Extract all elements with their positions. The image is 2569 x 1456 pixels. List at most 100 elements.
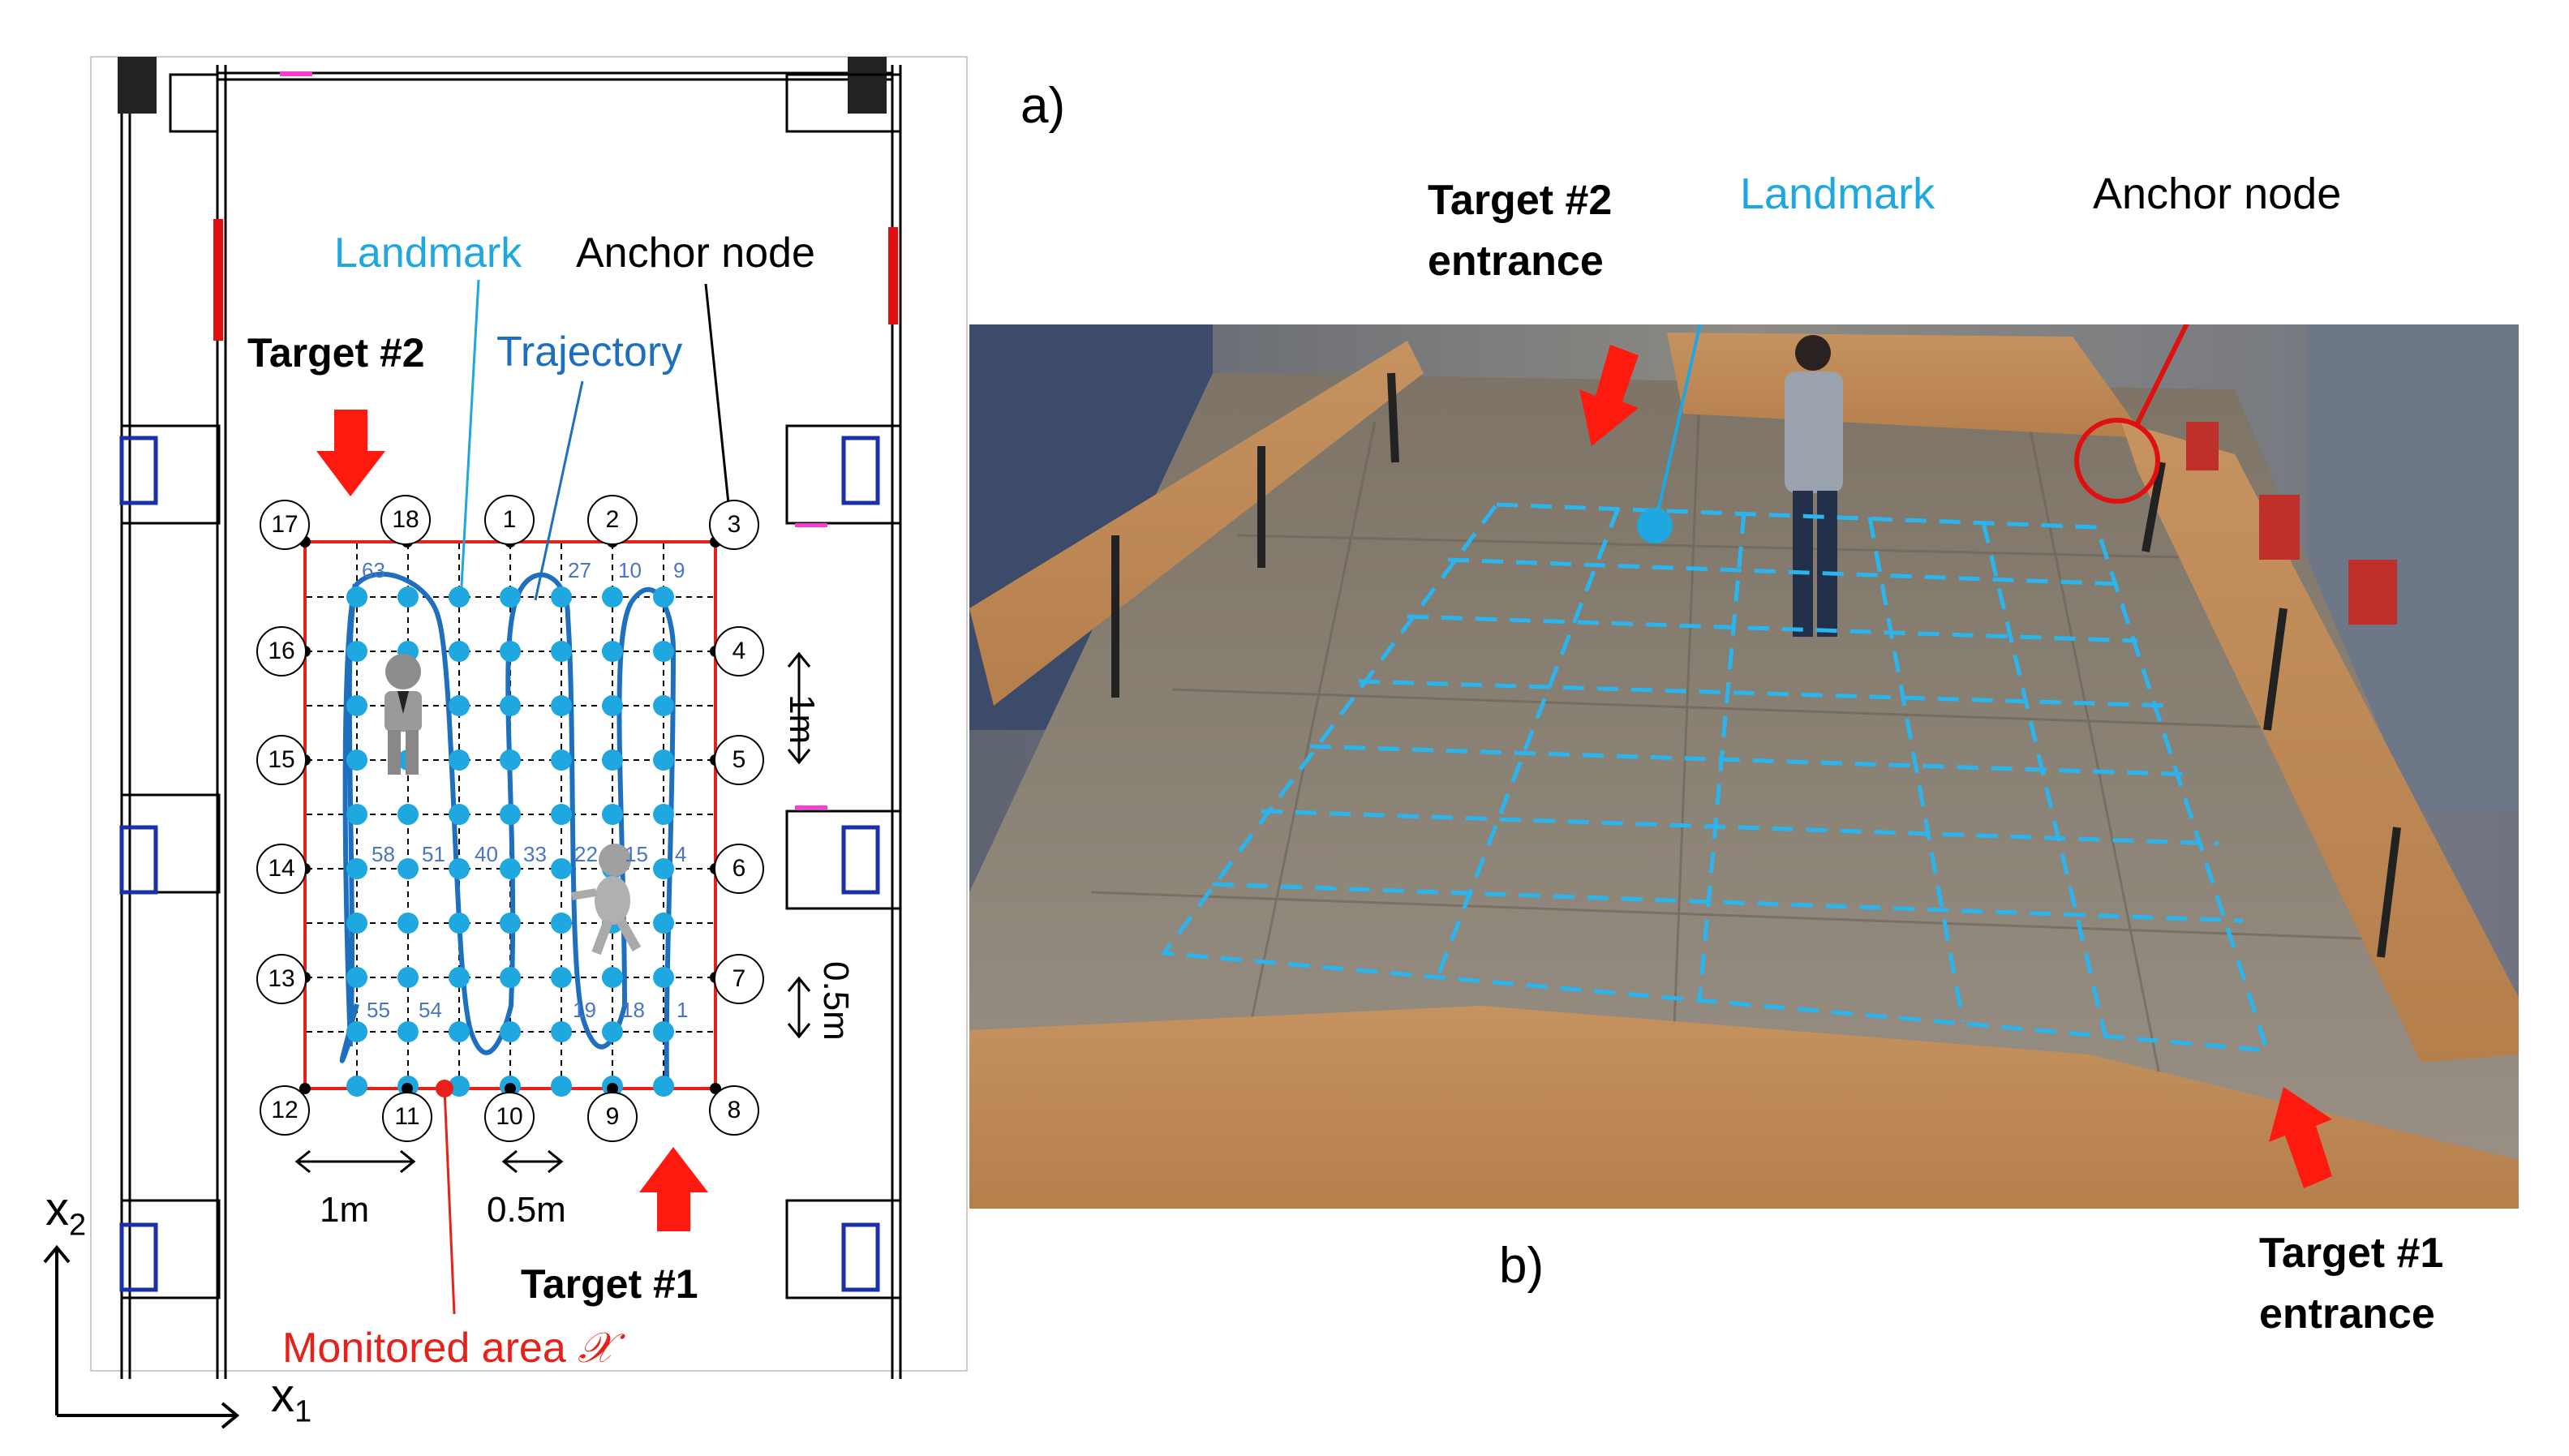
anchor-node-4: 4 (714, 626, 764, 676)
landmark-dot (500, 804, 521, 825)
photo-anchor-node-label: Anchor node (2093, 170, 2342, 218)
anchor-node-8: 8 (709, 1085, 759, 1136)
scale-05m-vertical: 0.5m (816, 961, 856, 1041)
landmark-dot (346, 695, 367, 716)
landmark-dot (397, 1021, 419, 1042)
landmark-label: Landmark (334, 230, 522, 277)
landmark-dot (397, 858, 419, 879)
landmark-number: 55 (367, 998, 390, 1022)
person-icon-walking (571, 844, 642, 956)
landmark-number: 19 (573, 998, 596, 1022)
landmark-dot (653, 641, 674, 662)
landmark-number: 4 (675, 842, 687, 866)
anchor-node-1: 1 (484, 495, 535, 545)
anchor-node-5: 5 (714, 735, 764, 785)
anchor-node-14: 14 (256, 844, 307, 894)
monitored-area-label: Monitored area 𝒳 (282, 1327, 614, 1369)
photo-landmark-label: Landmark (1740, 170, 1935, 218)
target1-arrow-icon (639, 1147, 708, 1231)
landmark-dot (551, 967, 572, 988)
landmark-number: 22 (574, 842, 598, 866)
landmark-dot (551, 1076, 572, 1097)
landmark-dot (602, 586, 623, 608)
landmark-dot (653, 749, 674, 771)
anchor-node-10: 10 (484, 1092, 535, 1142)
landmark-dot (449, 1021, 470, 1042)
landmark-dot (346, 749, 367, 771)
landmark-dot (449, 858, 470, 879)
landmark-number: 58 (372, 842, 395, 866)
landmark-dot (346, 1021, 367, 1042)
monitored-area-text: Monitored area (282, 1325, 566, 1372)
landmark-dot (602, 749, 623, 771)
landmark-dot (449, 967, 470, 988)
landmark-dot (551, 695, 572, 716)
target2-entrance-line1: Target #2 (1428, 177, 1613, 224)
target2-label: Target #2 (247, 330, 425, 376)
person-icon-standing (384, 654, 422, 775)
axis-x1-label: x1 (271, 1372, 311, 1428)
anchor-node-label: Anchor node (576, 230, 815, 277)
landmark-dot (551, 1021, 572, 1042)
landmark-dot (500, 858, 521, 879)
landmark-dot (346, 967, 367, 988)
landmark-dot (653, 1076, 674, 1097)
axis-x2-text: x (45, 1183, 69, 1235)
landmark-dot (653, 804, 674, 825)
target1-label: Target #1 (521, 1261, 698, 1307)
landmark-dot (551, 586, 572, 608)
landmark-number: 18 (621, 998, 645, 1022)
landmark-dot (346, 913, 367, 934)
landmark-dot (500, 695, 521, 716)
landmark-dot (346, 804, 367, 825)
landmark-dot (449, 1076, 470, 1097)
landmark-dot (653, 1021, 674, 1042)
target1-entrance-label: Target #1 entrance (2259, 1223, 2443, 1346)
photo-of-room (969, 324, 2519, 1209)
landmark-dot (449, 641, 470, 662)
landmark-dot (653, 586, 674, 608)
landmark-dot (346, 858, 367, 879)
landmark-dot (449, 804, 470, 825)
landmark-number: 51 (422, 842, 445, 866)
landmark-number: 1 (677, 998, 689, 1022)
landmark-dot (500, 749, 521, 771)
landmark-dot (449, 586, 470, 608)
landmark-dot (449, 695, 470, 716)
anchor-node-16: 16 (256, 626, 307, 676)
landmark-dot (449, 749, 470, 771)
landmark-dot (346, 641, 367, 662)
anchor-node-15: 15 (256, 735, 307, 785)
landmark-dot (551, 913, 572, 934)
landmark-dot (653, 967, 674, 988)
landmark-dot (500, 913, 521, 934)
landmark-number: 54 (419, 998, 442, 1022)
landmark-dot (397, 967, 419, 988)
landmark-dot (602, 695, 623, 716)
landmark-dot (346, 1076, 367, 1097)
scale-05m-horizontal: 0.5m (487, 1190, 566, 1230)
landmark-dot (551, 641, 572, 662)
anchor-node-7: 7 (714, 954, 764, 1004)
monitored-area-symbol: 𝒳 (578, 1324, 614, 1372)
landmark-number: 10 (618, 558, 642, 582)
landmark-number: 33 (523, 842, 547, 866)
axis-x1-text: x (271, 1369, 294, 1422)
target2-entrance-label: Target #2 entrance (1428, 170, 1612, 293)
landmark-dot (397, 804, 419, 825)
target2-arrow-icon (316, 410, 385, 496)
landmark-dot (602, 641, 623, 662)
anchor-node-18: 18 (380, 495, 431, 545)
landmark-dot (551, 858, 572, 879)
panel-a-label: a) (1020, 78, 1066, 134)
panel-b-label: b) (1499, 1238, 1544, 1294)
landmark-dot (653, 695, 674, 716)
trajectory-label: Trajectory (496, 329, 683, 376)
anchor-node-12: 12 (260, 1085, 310, 1136)
anchor-node-13: 13 (256, 954, 307, 1004)
landmark-number: 63 (362, 558, 385, 582)
anchor-node-6: 6 (714, 844, 764, 894)
anchor-node-2: 2 (587, 495, 638, 545)
anchor-node-9: 9 (587, 1092, 638, 1142)
axis-x1-subscript: 1 (294, 1394, 312, 1429)
